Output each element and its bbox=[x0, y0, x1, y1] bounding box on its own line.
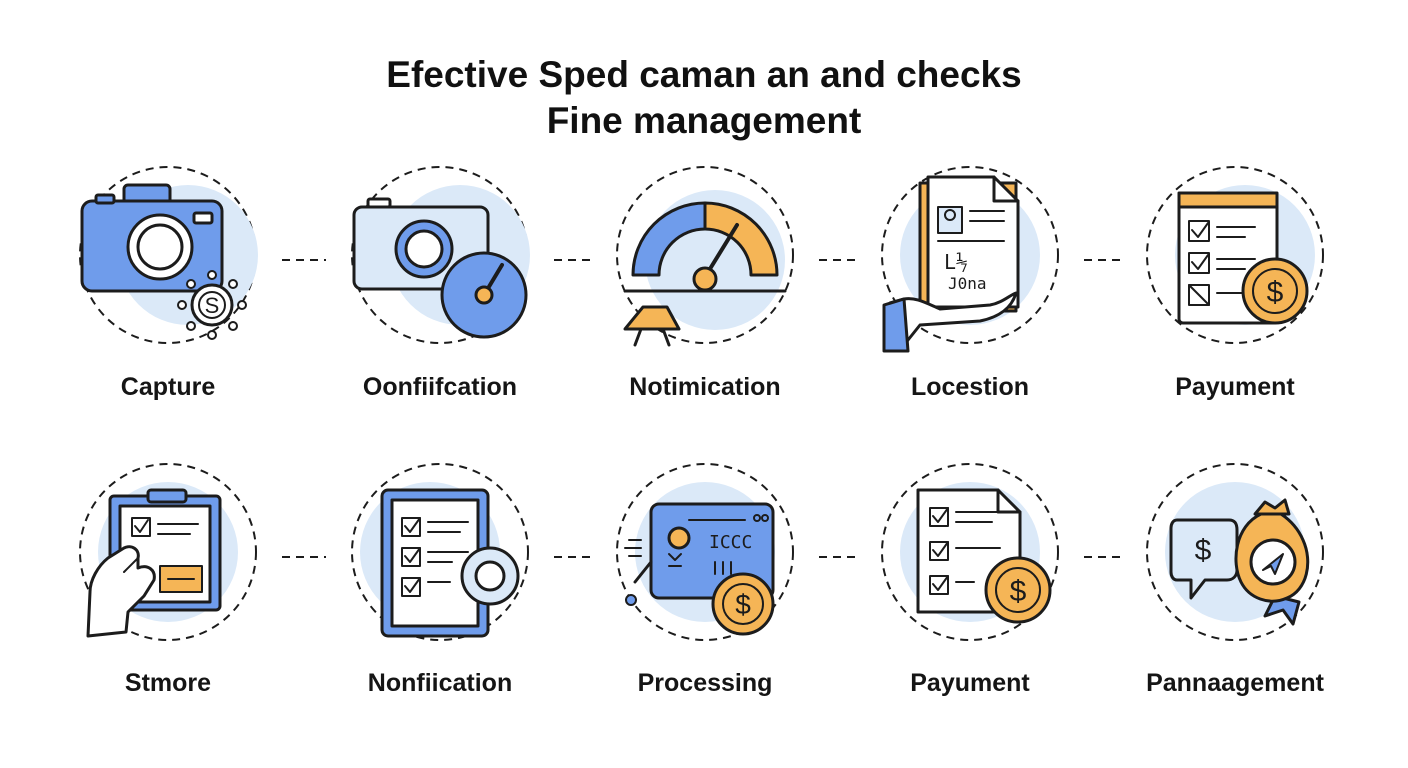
dashed-circle bbox=[351, 463, 529, 641]
speedometer-icon bbox=[623, 190, 787, 347]
connectors bbox=[282, 259, 1121, 558]
step-label: Stmore bbox=[124, 669, 212, 697]
dashed-circle bbox=[881, 166, 1059, 344]
document-hand-icon: L⅐ J0na bbox=[882, 175, 1040, 353]
card-coin-icon: ICCC $ bbox=[624, 482, 775, 636]
title-line-1: Efective Sped caman an and checks bbox=[386, 54, 1022, 95]
step-label: Locestion bbox=[910, 373, 1030, 401]
step-label: Processing bbox=[637, 669, 773, 697]
step-label: Pannaagement bbox=[1146, 669, 1324, 697]
svg-text:$: $ bbox=[1010, 575, 1027, 608]
checklist-badge-icon bbox=[360, 482, 520, 638]
document-scribble-2: J0na bbox=[948, 274, 987, 293]
card-code: ICCC bbox=[709, 532, 752, 553]
title-line-2: Fine management bbox=[546, 100, 862, 141]
moneybag-chat-icon: $ bbox=[1165, 482, 1310, 626]
document-coin-icon: $ bbox=[900, 482, 1052, 624]
step-label: Nonfiication bbox=[367, 669, 513, 697]
dashed-circle bbox=[616, 463, 794, 641]
svg-text:$: $ bbox=[1267, 276, 1284, 309]
dashed-circle bbox=[881, 463, 1059, 641]
clipboard-hand-icon bbox=[86, 482, 238, 638]
step-label: Notimication bbox=[629, 373, 781, 401]
page-title: Efective Sped caman an and checks Fine m… bbox=[0, 52, 1408, 144]
svg-text:$: $ bbox=[1195, 534, 1212, 567]
camera-gauge-icon bbox=[352, 185, 530, 339]
svg-text:S: S bbox=[205, 293, 220, 318]
dashed-circle bbox=[616, 166, 794, 344]
checklist-coin-icon: $ bbox=[1175, 185, 1315, 325]
camera-coin-icon: S bbox=[80, 183, 258, 340]
dashed-circle bbox=[1146, 463, 1324, 641]
dashed-circle bbox=[79, 463, 257, 641]
step-label: Capture bbox=[120, 373, 216, 401]
step-label: Oonfiifcation bbox=[362, 373, 518, 401]
step-label: Payument bbox=[1175, 373, 1295, 401]
step-label: Payument bbox=[910, 669, 1030, 697]
dashed-circle bbox=[1146, 166, 1324, 344]
svg-text:$: $ bbox=[735, 589, 751, 620]
document-scribble-1: L⅐ bbox=[944, 250, 968, 274]
